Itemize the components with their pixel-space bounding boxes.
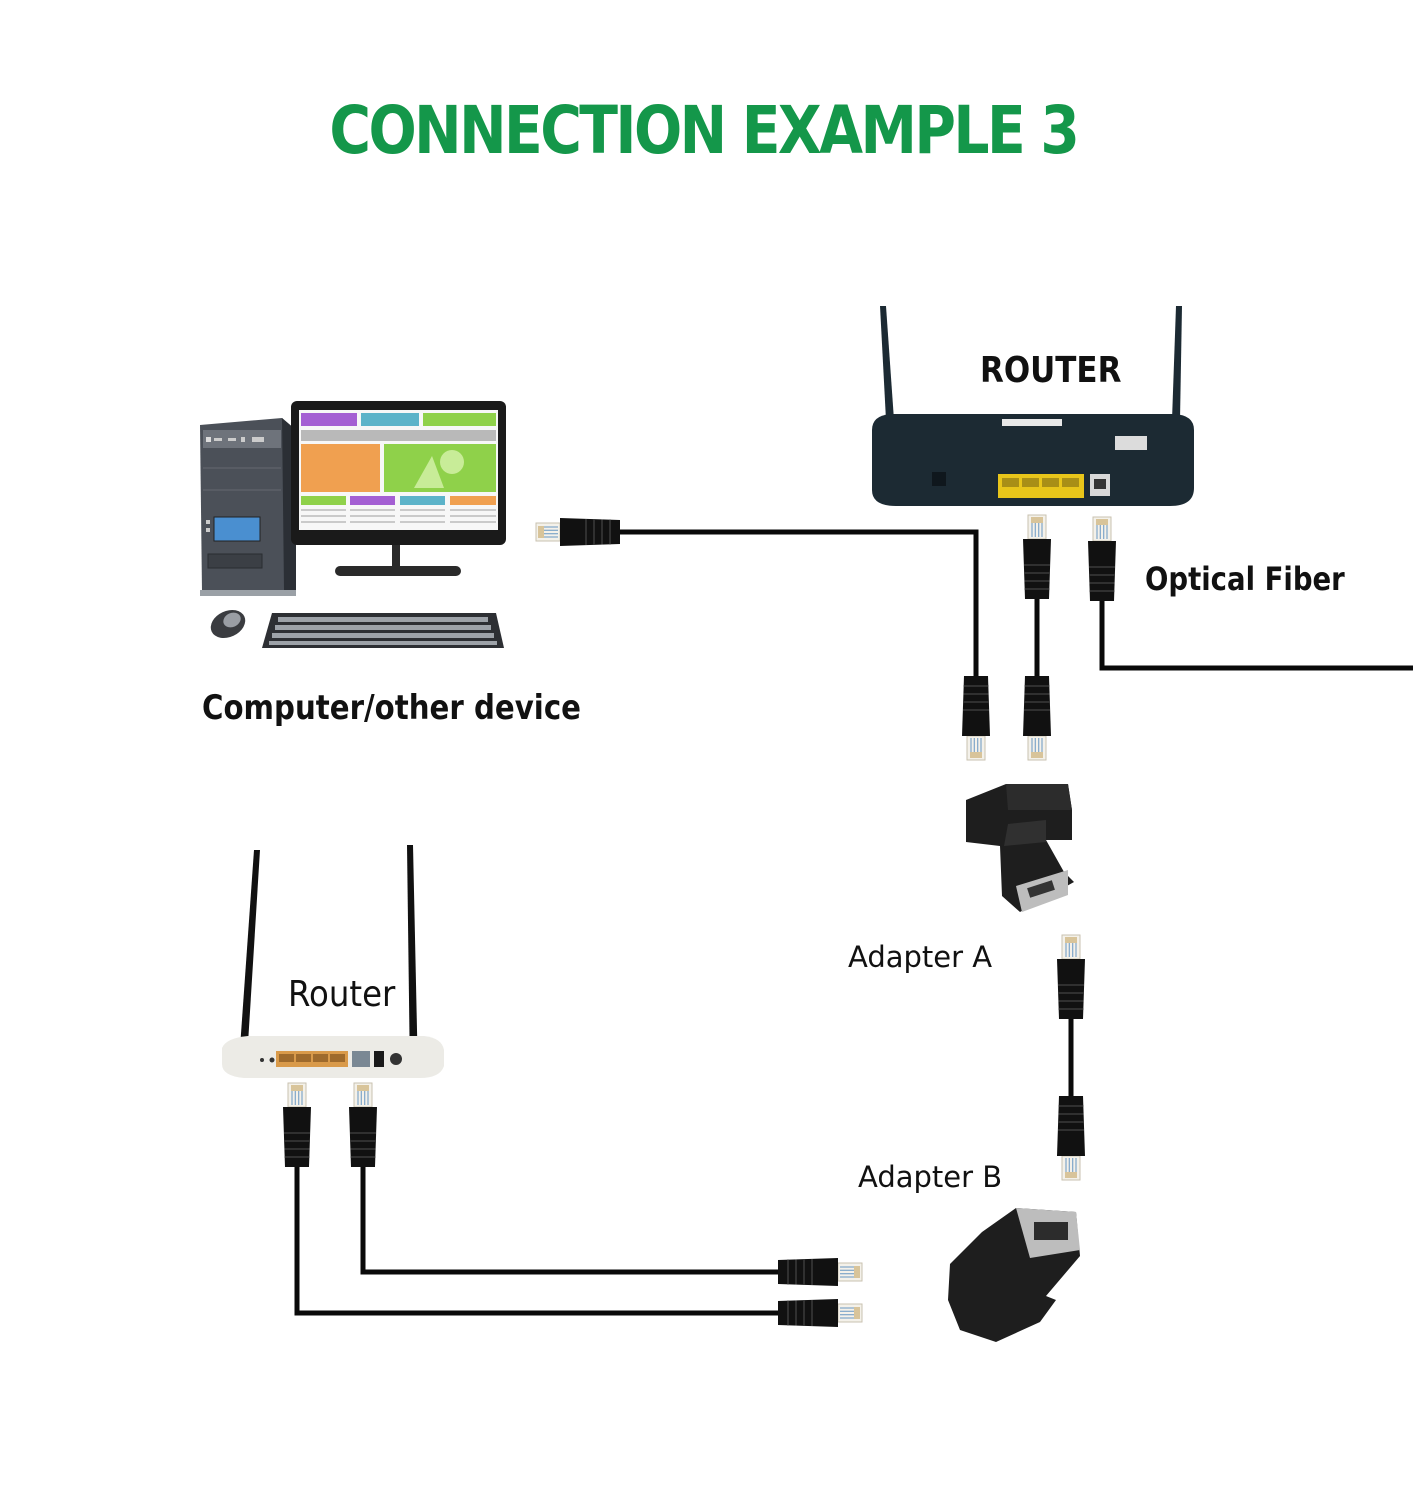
rj45-plug-icon [535, 517, 621, 547]
fiber-plug-icon [1087, 516, 1117, 602]
rj45-splitter-icon [966, 784, 1074, 912]
adapter-b-label: Adapter B [858, 1160, 1003, 1194]
adapter-a-label: Adapter A [848, 940, 993, 974]
rj45-plug-icon [348, 1082, 378, 1168]
desktop-computer-icon [200, 401, 506, 648]
fiber-router-icon [872, 306, 1194, 506]
rj45-plug-icon [1056, 934, 1086, 1020]
wifi-router-icon [222, 845, 444, 1078]
rj45-plug-icon [1022, 514, 1052, 600]
computer-label: Computer/other device [202, 688, 582, 728]
rj45-plug-icon [282, 1082, 312, 1168]
optical-fiber-label: Optical Fiber [1145, 560, 1345, 598]
rj45-plug-icon [777, 1298, 863, 1328]
cable-router-to-adapter-b-lower [294, 1165, 785, 1316]
cable-computer-to-adapter-a [600, 529, 979, 680]
secondary-router-label: Router [288, 974, 396, 1015]
rj45-plug-icon [961, 675, 991, 761]
rj45-splitter-icon [948, 1208, 1080, 1342]
cable-router-to-adapter-b-upper [360, 1165, 785, 1275]
rj45-plug-icon [777, 1257, 863, 1287]
cable-optical-fiber [1099, 597, 1413, 671]
main-router-label: ROUTER [980, 350, 1122, 391]
rj45-plug-icon [1022, 675, 1052, 761]
rj45-plug-icon [1056, 1095, 1086, 1181]
diagram-title: CONNECTION EXAMPLE 3 [329, 92, 1079, 169]
